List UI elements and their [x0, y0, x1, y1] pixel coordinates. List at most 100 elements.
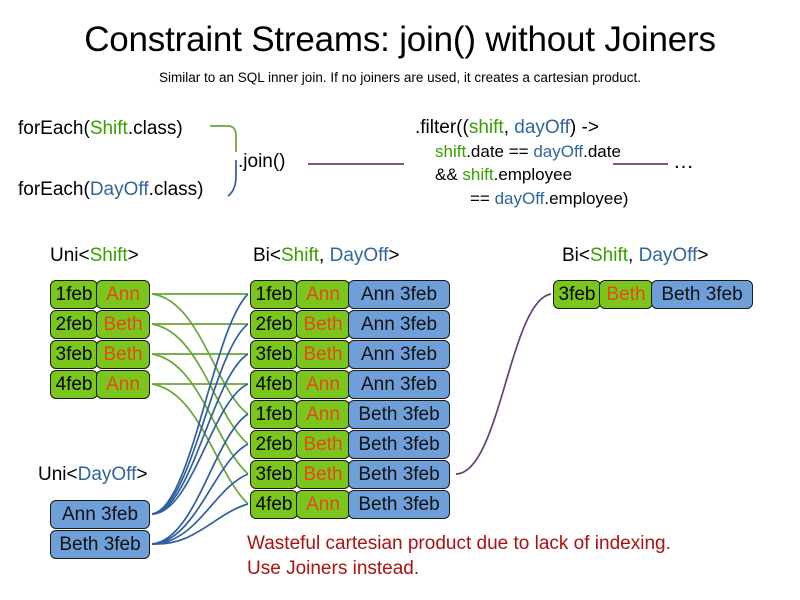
for-each-dayoff-expression: forEach(DayOff.class) — [18, 178, 204, 201]
dayoff-label: Beth 3feb — [50, 530, 150, 559]
bi-row[interactable]: 1feb Ann Beth 3feb — [250, 400, 450, 429]
bi-dayoff: Beth 3feb — [348, 400, 450, 429]
caption-uni-dayoff-type: DayOff — [77, 464, 137, 485]
caption-uni-shift-suffix: > — [127, 245, 139, 266]
ellipsis-label: … — [673, 150, 695, 173]
filter-dayoff-ref-2: dayOff — [494, 189, 545, 208]
bi-date: 1feb — [250, 400, 298, 429]
for-each-shift-prefix: forEach( — [18, 118, 90, 139]
shift-employee: Ann — [96, 370, 150, 399]
bi-dayoff: Beth 3feb — [348, 460, 450, 489]
shift-date: 2feb — [50, 310, 98, 339]
caption-bi-middle: Bi<Shift, DayOff> — [253, 245, 399, 267]
bi-employee: Beth — [296, 430, 350, 459]
filter-date-prop: .date — [583, 142, 621, 161]
bi-date: 3feb — [250, 460, 298, 489]
filter-eq-op: == — [470, 189, 495, 208]
shift-card[interactable]: 2feb Beth — [50, 310, 150, 339]
shift-card[interactable]: 1feb Ann — [50, 280, 150, 309]
filter-employee-prop-1: .employee — [493, 165, 573, 184]
filter-dayoff-ref-1: dayOff — [533, 142, 584, 161]
result-employee: Beth — [599, 280, 653, 309]
bi-row[interactable]: 2feb Beth Beth 3feb — [250, 430, 450, 459]
shift-date: 3feb — [50, 340, 98, 369]
for-each-shift-suffix: .class) — [127, 118, 183, 139]
bi-row[interactable]: 3feb Beth Beth 3feb — [250, 460, 450, 489]
result-row[interactable]: 3feb Beth Beth 3feb — [553, 280, 753, 309]
bi-dayoff: Ann 3feb — [348, 370, 450, 399]
warning-line-1: Wasteful cartesian product due to lack o… — [247, 533, 671, 554]
filter-date-eq: .date == — [466, 142, 534, 161]
bi-date: 4feb — [250, 490, 298, 519]
caption-bi-right-type2: DayOff — [638, 245, 698, 266]
bi-employee: Ann — [296, 280, 350, 309]
caption-bi-middle-suffix: > — [388, 245, 400, 266]
result-dayoff: Beth 3feb — [651, 280, 753, 309]
filter-comma: , — [503, 117, 515, 138]
filter-shift-ref-2: shift — [462, 165, 494, 184]
dayoff-card[interactable]: Beth 3feb — [50, 530, 150, 559]
for-each-dayoff-suffix: .class) — [148, 179, 204, 200]
caption-uni-shift-type: Shift — [89, 245, 128, 266]
bi-employee: Beth — [296, 340, 350, 369]
bi-row[interactable]: 1feb Ann Ann 3feb — [250, 280, 450, 309]
shift-card[interactable]: 3feb Beth — [50, 340, 150, 369]
page-title: Constraint Streams: join() without Joine… — [84, 20, 716, 59]
for-each-dayoff-type: DayOff — [89, 179, 149, 200]
bi-date: 3feb — [250, 340, 298, 369]
bi-employee: Beth — [296, 460, 350, 489]
caption-bi-middle-prefix: Bi< — [253, 245, 281, 266]
caption-bi-right: Bi<Shift, DayOff> — [562, 245, 708, 267]
filter-line-4: == dayOff.employee) — [470, 186, 628, 211]
warning-line-2: Use Joiners instead. — [247, 558, 420, 579]
shift-date: 1feb — [50, 280, 98, 309]
shift-employee: Beth — [96, 340, 150, 369]
dayoff-card[interactable]: Ann 3feb — [50, 500, 150, 529]
shift-date: 4feb — [50, 370, 98, 399]
caption-bi-right-prefix: Bi< — [562, 245, 590, 266]
filter-arrow: ) -> — [569, 117, 599, 138]
caption-uni-dayoff-suffix: > — [136, 464, 148, 485]
bi-employee: Ann — [296, 400, 350, 429]
filter-line-3: && shift.employee — [435, 163, 628, 186]
shift-employee: Ann — [96, 280, 150, 309]
for-each-shift-expression: forEach(Shift.class) — [18, 117, 183, 140]
filter-prefix: .filter(( — [415, 117, 469, 138]
bi-employee: Ann — [296, 490, 350, 519]
result-date: 3feb — [553, 280, 601, 309]
bi-date: 4feb — [250, 370, 298, 399]
bi-date: 2feb — [250, 430, 298, 459]
filter-param-dayoff: dayOff — [514, 117, 570, 138]
bi-row[interactable]: 3feb Beth Ann 3feb — [250, 340, 450, 369]
filter-shift-ref-1: shift — [435, 142, 467, 161]
page-subtitle: Similar to an SQL inner join. If no join… — [159, 70, 641, 85]
bi-dayoff: Ann 3feb — [348, 340, 450, 369]
dayoff-label: Ann 3feb — [50, 500, 150, 529]
caption-uni-dayoff: Uni<DayOff> — [38, 464, 148, 486]
warning-message: Wasteful cartesian product due to lack o… — [247, 531, 671, 581]
bi-dayoff: Ann 3feb — [348, 280, 450, 309]
caption-uni-shift-prefix: Uni< — [50, 245, 90, 266]
filter-and-op: && — [435, 165, 463, 184]
shift-employee: Beth — [96, 310, 150, 339]
bi-row[interactable]: 4feb Ann Ann 3feb — [250, 370, 450, 399]
bi-row[interactable]: 4feb Ann Beth 3feb — [250, 490, 450, 519]
bi-date: 2feb — [250, 310, 298, 339]
caption-bi-right-suffix: > — [697, 245, 709, 266]
caption-bi-right-type1: Shift — [590, 245, 629, 266]
join-label: .join() — [238, 151, 286, 172]
shift-card[interactable]: 4feb Ann — [50, 370, 150, 399]
caption-uni-shift: Uni<Shift> — [50, 245, 139, 267]
filter-employee-prop-2: .employee) — [544, 189, 629, 208]
bi-dayoff: Ann 3feb — [348, 310, 450, 339]
bi-dayoff: Beth 3feb — [348, 430, 450, 459]
bi-row[interactable]: 2feb Beth Ann 3feb — [250, 310, 450, 339]
bi-employee: Beth — [296, 310, 350, 339]
for-each-shift-type: Shift — [89, 118, 128, 139]
caption-bi-middle-sep: , — [319, 245, 330, 266]
bi-employee: Ann — [296, 370, 350, 399]
caption-uni-dayoff-prefix: Uni< — [38, 464, 78, 485]
for-each-dayoff-prefix: forEach( — [18, 179, 90, 200]
filter-param-shift: shift — [468, 117, 504, 138]
